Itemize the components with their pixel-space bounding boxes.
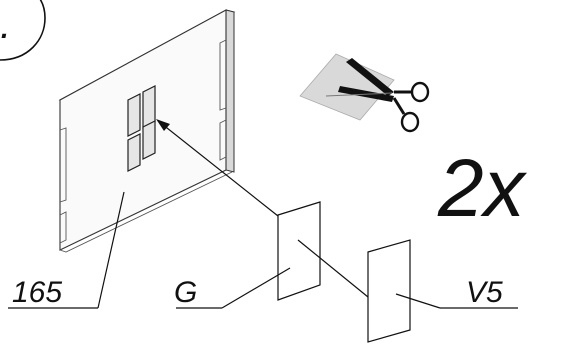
scissors-cut-icon: [299, 53, 430, 133]
label-g: G: [174, 276, 197, 309]
leader-g: [176, 267, 291, 309]
film-sheet-icon: [299, 53, 395, 121]
step-number: .: [0, 3, 11, 47]
film-sheet-v5: [367, 239, 411, 343]
label-165: 165: [12, 276, 62, 309]
label-v5: V5: [466, 276, 503, 309]
step-number-badge: .: [0, 0, 46, 61]
film-sheet-g: [277, 201, 321, 301]
assembly-arrow: [156, 119, 279, 217]
leader-v5: [395, 293, 518, 309]
window-openings: [127, 85, 156, 172]
panel-165: [58, 9, 236, 253]
scissors-icon: [325, 58, 430, 133]
connector-g-v5: [297, 239, 369, 298]
quantity-label: 2x: [437, 143, 528, 234]
leader-165: [8, 191, 125, 309]
